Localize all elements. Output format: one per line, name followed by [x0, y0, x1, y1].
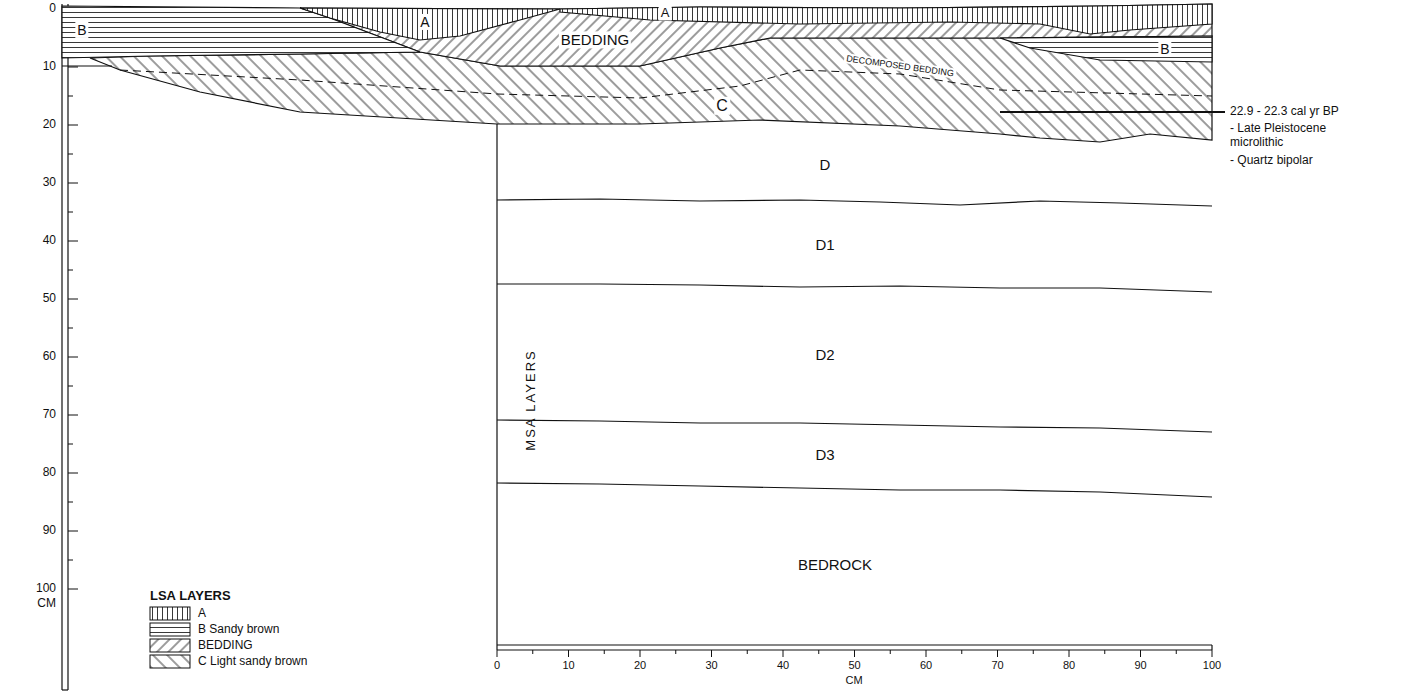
depth-number: 20	[43, 118, 56, 132]
legend-swatches	[150, 607, 190, 668]
width-number: 90	[1134, 659, 1146, 672]
legend-swatch	[150, 655, 190, 668]
depth-number: 40	[43, 234, 56, 248]
width-number: 40	[777, 659, 789, 672]
legend-heading: LSA LAYERS	[150, 589, 231, 604]
width-number: 10	[562, 659, 574, 672]
width-number: 70	[991, 659, 1003, 672]
layer-label: BEDROCK	[798, 556, 872, 573]
layer-a-left	[300, 8, 560, 40]
layer-boundary	[62, 65, 112, 66]
layer-label: C	[714, 97, 730, 115]
layer-label: A	[659, 6, 672, 21]
date-note: 22.9 - 22.3 cal yr BP	[1230, 105, 1339, 119]
depth-number: 0	[49, 2, 56, 16]
depth-number: 70	[43, 408, 56, 422]
width-number: 80	[1063, 659, 1075, 672]
note: - Late Pleistocene microlithic	[1230, 122, 1358, 150]
legend-swatch	[150, 623, 190, 636]
layer-label: D2	[815, 346, 834, 363]
width-number: 100	[1203, 659, 1221, 672]
depth-ruler	[62, 4, 78, 690]
width-number: 60	[920, 659, 932, 672]
depth-number: 50	[43, 292, 56, 306]
layer-label: BEDDING	[559, 31, 631, 48]
depth-number: 10	[43, 60, 56, 74]
legend-text: A	[198, 607, 206, 621]
layer-label: D3	[815, 446, 834, 463]
width-number: 50	[848, 659, 860, 672]
legend-text: C Light sandy brown	[198, 655, 307, 669]
msa-section	[497, 124, 1212, 657]
layer-a-right	[560, 4, 1212, 34]
note: - Quartz bipolar	[1230, 154, 1313, 168]
width-number: 0	[494, 659, 500, 672]
unit-label: CM	[37, 597, 56, 611]
layer-label: B	[75, 22, 88, 38]
legend-text: B Sandy brown	[198, 623, 279, 637]
date-marker-line	[1000, 111, 1225, 113]
decomposed-bedding-line	[120, 70, 1212, 98]
layer-label: D1	[815, 236, 834, 253]
depth-number: 90	[43, 524, 56, 538]
section-label: MSA LAYERS	[524, 349, 539, 450]
lsa-layers	[62, 4, 1212, 142]
depth-number: 100	[36, 582, 56, 596]
legend-swatch	[150, 607, 190, 620]
layer-label: A	[418, 14, 431, 30]
width-number: 20	[634, 659, 646, 672]
layer-label: DECOMPOSED BEDDING	[844, 53, 957, 79]
depth-number: 30	[43, 176, 56, 190]
width-number: 30	[705, 659, 717, 672]
layer-b-right	[1000, 36, 1212, 62]
unit-label: CM	[845, 674, 862, 687]
layer-bedding	[300, 4, 1212, 66]
depth-number: 60	[43, 350, 56, 364]
depth-number: 80	[43, 466, 56, 480]
layer-label: D	[820, 156, 831, 173]
legend-text: BEDDING	[198, 639, 253, 653]
legend-swatch	[150, 639, 190, 652]
layer-label: B	[1158, 41, 1171, 57]
